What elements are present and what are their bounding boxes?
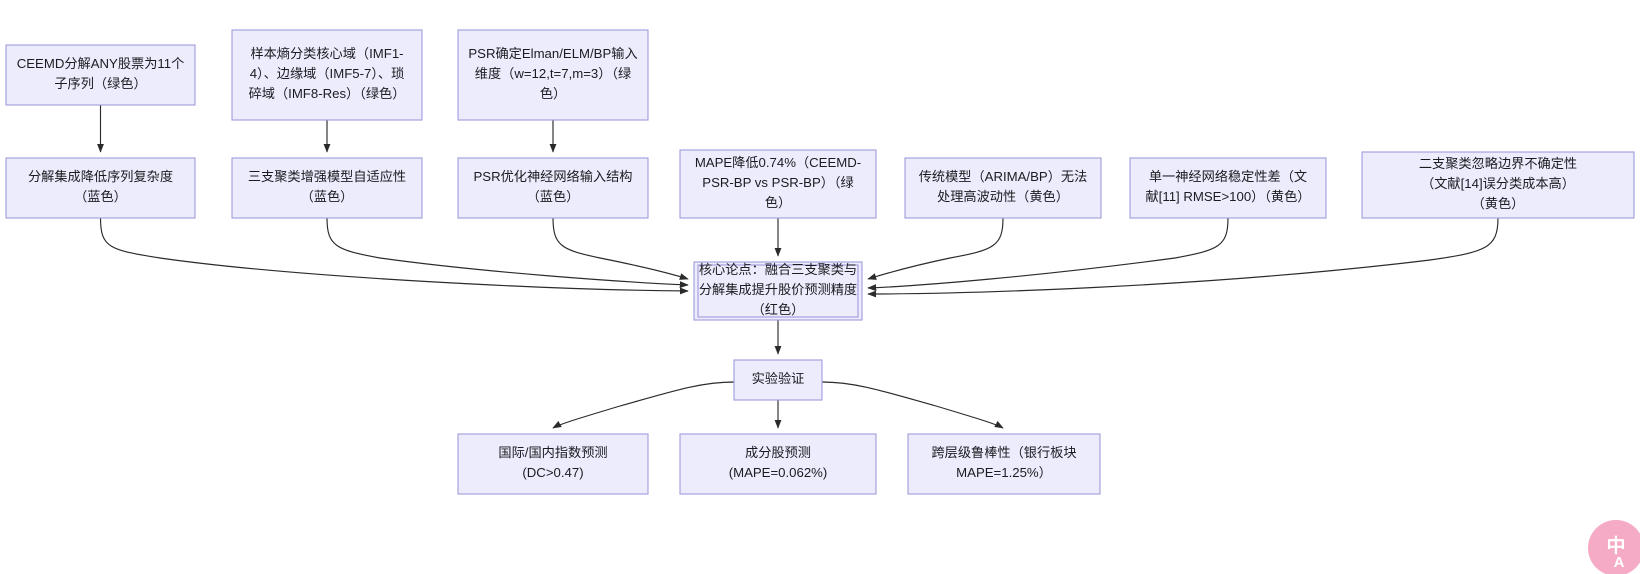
node-box-inner: [697, 264, 859, 318]
node-label: CEEMD分解ANY股票为11个子序列（绿色）: [17, 56, 185, 91]
node-box: [1129, 157, 1327, 219]
node-box-outer: [693, 261, 863, 321]
node-label: 传统模型（ARIMA/BP）无法处理高波动性（黄色）: [919, 169, 1088, 204]
node-box: [231, 157, 423, 219]
node-two-way-clustering-limitation[interactable]: 二支聚类忽略边界不确定性（文献[14]误分类成本高）（黄色）: [1361, 151, 1635, 219]
node-mape-reduction-evidence[interactable]: MAPE降低0.74%（CEEMD-PSR-BP vs PSR-BP）（绿色）: [679, 149, 877, 219]
watermark-layer: 中A: [1588, 520, 1640, 574]
node-box: [457, 157, 649, 219]
node-box: [1361, 151, 1635, 219]
edge-n4-core: [99, 217, 689, 295]
node-box: [904, 157, 1102, 219]
node-box: [907, 433, 1101, 495]
node-index-forecast-result[interactable]: 国际/国内指数预测(DC>0.47): [457, 433, 649, 495]
watermark-circle: [1588, 520, 1640, 574]
edge-n9-core: [867, 217, 1229, 292]
edge-n10-core: [867, 217, 1499, 298]
node-box: [457, 433, 649, 495]
node-decomposition-reduces-complexity[interactable]: 分解集成降低序列复杂度（蓝色）: [5, 157, 196, 219]
watermark-subglyph: A: [1614, 554, 1625, 571]
node-box: [679, 149, 877, 219]
node-sample-entropy-classification[interactable]: 样本熵分类核心域（IMF1-4）、边缘域（IMF5-7）、琐碎域（IMF8-Re…: [231, 29, 423, 121]
node-psr-input-dimension[interactable]: PSR确定Elman/ELM/BP输入维度（w=12,t=7,m=3）（绿色）: [457, 29, 649, 121]
edge-exp-r1: [552, 381, 735, 429]
node-label: PSR确定Elman/ELM/BP输入维度（w=12,t=7,m=3）（绿色）: [468, 46, 637, 101]
node-label: 三支聚类增强模型自适应性（蓝色）: [248, 169, 406, 204]
node-single-nn-instability[interactable]: 单一神经网络稳定性差（文献[11] RMSE>100）（黄色）: [1129, 157, 1327, 219]
node-label: 样本熵分类核心域（IMF1-4）、边缘域（IMF5-7）、琐碎域（IMF8-Re…: [249, 46, 406, 101]
node-box: [733, 359, 823, 401]
edge-n5-core: [326, 217, 689, 289]
node-three-way-clustering-adaptivity[interactable]: 三支聚类增强模型自适应性（蓝色）: [231, 157, 423, 219]
node-label: 成分股预测(MAPE=0.062%): [729, 445, 828, 480]
node-label: 核心论点：融合三支聚类与分解集成提升股价预测精度（红色）: [699, 262, 857, 317]
watermark-glyph: 中: [1606, 534, 1625, 557]
node-label: 实验验证: [752, 371, 805, 386]
node-psr-optimizes-nn-input[interactable]: PSR优化神经网络输入结构（蓝色）: [457, 157, 649, 219]
node-box: [679, 433, 877, 495]
node-box: [5, 157, 196, 219]
node-experimental-validation[interactable]: 实验验证: [733, 359, 823, 401]
edge-n6-core: [552, 217, 689, 280]
node-ceemd-decomposition[interactable]: CEEMD分解ANY股票为11个子序列（绿色）: [5, 44, 196, 106]
node-label: 分解集成降低序列复杂度（蓝色）: [28, 169, 173, 204]
node-label: MAPE降低0.74%（CEEMD-PSR-BP vs PSR-BP）（绿色）: [695, 155, 861, 210]
node-label: 单一神经网络稳定性差（文献[11] RMSE>100）（黄色）: [1145, 169, 1310, 204]
node-label: 国际/国内指数预测(DC>0.47): [498, 445, 607, 480]
node-box: [5, 44, 196, 106]
node-core-argument[interactable]: 核心论点：融合三支聚类与分解集成提升股价预测精度（红色）: [693, 261, 863, 321]
node-box: [231, 29, 423, 121]
node-component-stock-forecast-result[interactable]: 成分股预测(MAPE=0.062%): [679, 433, 877, 495]
edges-layer: [97, 105, 1499, 429]
node-label: 二支聚类忽略边界不确定性（文献[14]误分类成本高）（黄色）: [1419, 156, 1577, 211]
watermark-logo: 中A: [1588, 520, 1640, 574]
edge-exp-r3: [821, 381, 1004, 429]
node-traditional-model-limitation[interactable]: 传统模型（ARIMA/BP）无法处理高波动性（黄色）: [904, 157, 1102, 219]
nodes-layer: CEEMD分解ANY股票为11个子序列（绿色） 样本熵分类核心域（IMF1-4）、…: [5, 29, 1635, 495]
edge-n8-core: [867, 217, 1004, 280]
node-box: [457, 29, 649, 121]
node-label: PSR优化神经网络输入结构（蓝色）: [474, 169, 633, 204]
